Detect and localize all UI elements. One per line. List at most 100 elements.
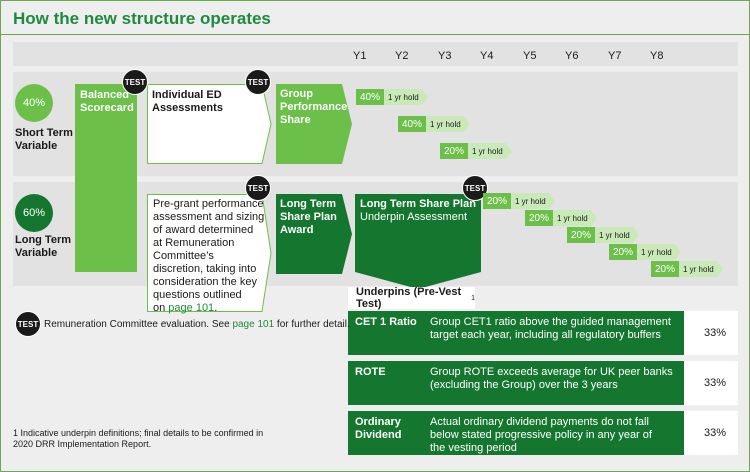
vesting-percent: 20% bbox=[440, 143, 468, 159]
underpin-desc-line: (excluding the Group) over the 3 years bbox=[430, 379, 618, 391]
legend-page-link[interactable]: page 101 bbox=[232, 319, 275, 330]
ltsp-underpin-block bbox=[355, 194, 481, 289]
ltsp-title: Long Term Share Plan bbox=[360, 198, 476, 210]
hold-arrow: 1 yr hold bbox=[511, 193, 555, 209]
long-term-label: Long Term Variable bbox=[15, 234, 71, 260]
vesting-percent: 20% bbox=[651, 261, 679, 277]
individual-ed-line: Assessments bbox=[152, 102, 223, 114]
pre-grant-arrow-outline bbox=[147, 194, 272, 312]
hold-arrow: 1 yr hold bbox=[595, 227, 639, 243]
year-label: Y7 bbox=[608, 50, 622, 62]
pre-grant-line: on page 101. bbox=[153, 302, 264, 315]
pre-grant-line: discretion, taking into bbox=[153, 263, 257, 275]
ltsp-award-line: Share Plan bbox=[280, 211, 337, 223]
title-divider bbox=[1, 34, 750, 35]
pre-grant-line: of award determined bbox=[153, 224, 254, 236]
vesting-percent: 40% bbox=[398, 116, 426, 132]
balanced-scorecard-line: Balanced bbox=[80, 89, 129, 101]
pre-grant-text: Pre-grant performance assessment and siz… bbox=[153, 198, 264, 315]
ltsp-award-arrow bbox=[276, 194, 352, 274]
group-performance-arrow bbox=[276, 84, 352, 164]
page-101-link[interactable]: page 101 bbox=[168, 302, 215, 314]
vesting-percent: 20% bbox=[525, 210, 553, 226]
pre-grant-line: Pre-grant performance bbox=[153, 198, 264, 210]
ltsp-award-line: Award bbox=[280, 224, 314, 236]
footnote-line: 2020 DRR Implementation Report. bbox=[13, 439, 152, 449]
short-term-label-line: Short Term bbox=[15, 127, 73, 139]
short-term-label-line: Variable bbox=[15, 140, 58, 152]
underpin-row: ROTE Group ROTE exceeds average for UK pe… bbox=[348, 361, 738, 405]
hold-arrow: 1 yr hold bbox=[426, 116, 470, 132]
pre-grant-suffix: . bbox=[214, 302, 218, 314]
group-performance-text: Group Performance Share bbox=[280, 88, 347, 127]
vesting-percent: 20% bbox=[483, 193, 511, 209]
pre-grant-line: at Remuneration bbox=[153, 237, 235, 249]
vesting-percent: 40% bbox=[356, 89, 384, 105]
underpin-share: 33% bbox=[684, 411, 738, 455]
underpin-share: 33% bbox=[684, 361, 738, 405]
year-label: Y1 bbox=[353, 50, 367, 62]
group-performance-line: Group bbox=[280, 88, 313, 100]
legend-prefix: Remuneration Committee evaluation. See bbox=[44, 319, 233, 330]
year-label: Y6 bbox=[565, 50, 579, 62]
pre-grant-prefix: on bbox=[153, 302, 169, 314]
pre-grant-line: questions outlined bbox=[153, 289, 242, 301]
year-label: Y3 bbox=[438, 50, 452, 62]
underpin-name-line: ROTE bbox=[355, 366, 386, 378]
underpin-description: Actual ordinary dividend payments do not… bbox=[430, 416, 675, 455]
year-band bbox=[13, 42, 738, 66]
underpin-name-line: Ordinary bbox=[355, 416, 401, 428]
vesting-pill: 40%1 yr hold bbox=[356, 89, 428, 105]
group-performance-line: Share bbox=[280, 114, 311, 126]
footnote: 1 Indicative underpin definitions; final… bbox=[13, 428, 303, 450]
underpin-name: CET 1 Ratio bbox=[355, 316, 427, 329]
underpin-desc-line: Group CET1 ratio above the guided manage… bbox=[430, 316, 671, 328]
vesting-percent: 20% bbox=[609, 244, 637, 260]
vesting-pill: 20%1 yr hold bbox=[483, 193, 555, 209]
hold-arrow: 1 yr hold bbox=[384, 89, 428, 105]
short-term-percent-circle: 40% bbox=[15, 84, 53, 122]
underpins-heading: Underpins (Pre-Vest Test)1 bbox=[348, 286, 475, 310]
long-term-label-line: Variable bbox=[15, 247, 58, 259]
test-badge-icon: TEST bbox=[122, 69, 148, 95]
vesting-pill: 20%1 yr hold bbox=[440, 143, 512, 159]
underpin-desc-line: Group ROTE exceeds average for UK peer b… bbox=[430, 366, 673, 378]
long-term-percent-circle: 60% bbox=[15, 194, 53, 232]
underpin-share: 33% bbox=[684, 311, 738, 355]
individual-ed-text: Individual ED Assessments bbox=[152, 89, 223, 115]
year-label: Y4 bbox=[480, 50, 494, 62]
short-term-label: Short Term Variable bbox=[15, 127, 73, 153]
test-legend-text: Remuneration Committee evaluation. See p… bbox=[44, 319, 350, 330]
footnote-line: 1 Indicative underpin definitions; final… bbox=[13, 428, 264, 438]
underpin-name-line: Dividend bbox=[355, 429, 402, 441]
hold-arrow: 1 yr hold bbox=[679, 261, 723, 277]
test-legend-icon: TEST bbox=[15, 311, 41, 337]
underpin-description: Group CET1 ratio above the guided manage… bbox=[430, 316, 675, 342]
test-badge-icon: TEST bbox=[462, 175, 488, 201]
underpin-desc-line: Actual ordinary dividend payments do not… bbox=[430, 416, 649, 428]
hold-arrow: 1 yr hold bbox=[553, 210, 597, 226]
vesting-pill: 40%1 yr hold bbox=[398, 116, 470, 132]
balanced-scorecard-line: Scorecard bbox=[80, 102, 134, 114]
individual-ed-arrow-outline bbox=[147, 84, 272, 164]
ltsp-award-line: Long Term bbox=[280, 198, 337, 210]
ltsp-award-text: Long Term Share Plan Award bbox=[280, 198, 337, 237]
vesting-pill: 20%1 yr hold bbox=[609, 244, 681, 260]
page-title: How the new structure operates bbox=[13, 9, 271, 28]
vesting-pill: 20%1 yr hold bbox=[567, 227, 639, 243]
vesting-pill: 20%1 yr hold bbox=[525, 210, 597, 226]
underpin-body: ROTE Group ROTE exceeds average for UK pe… bbox=[348, 361, 684, 405]
underpins-footnote-marker: 1 bbox=[471, 294, 475, 302]
hold-arrow: 1 yr hold bbox=[637, 244, 681, 260]
pre-grant-line: assessment and sizing bbox=[153, 211, 265, 223]
test-badge-icon: TEST bbox=[245, 175, 271, 201]
legend-suffix: for further detail. bbox=[274, 319, 350, 330]
ltsp-underpin-text: Long Term Share Plan Underpin Assessment bbox=[360, 198, 476, 224]
test-badge-icon: TEST bbox=[245, 69, 271, 95]
